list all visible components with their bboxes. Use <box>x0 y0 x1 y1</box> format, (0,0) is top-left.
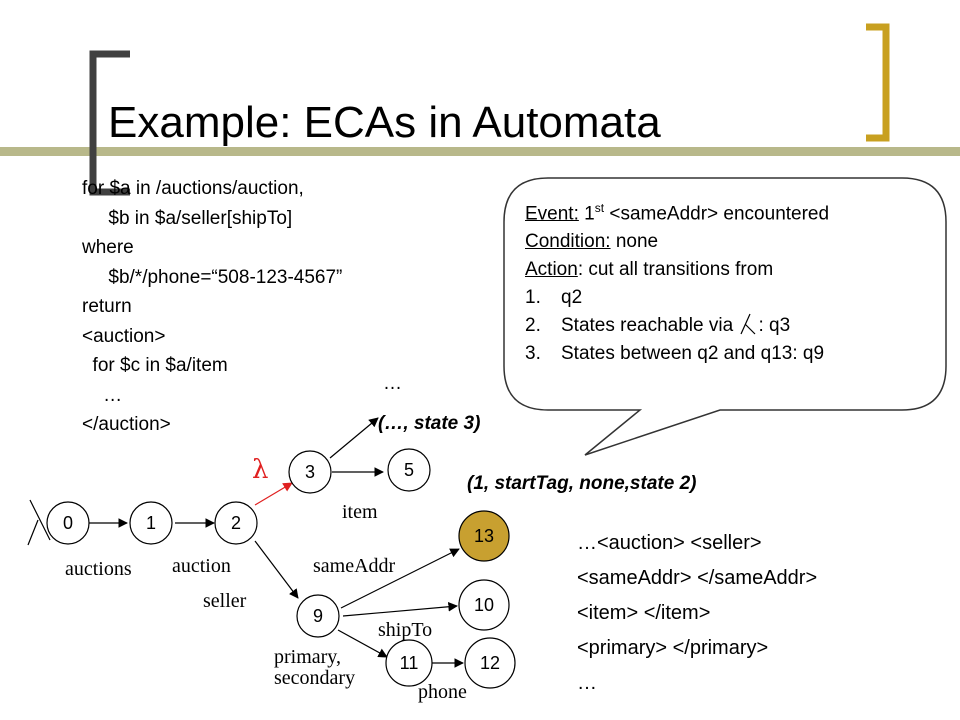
edge-label-secondary: secondary <box>274 667 355 689</box>
query-line: return <box>82 296 132 317</box>
callout-item-3: 3. States between q2 and q13: q9 <box>525 340 829 368</box>
item-text-post: : q3 <box>758 315 791 337</box>
state-node-5: 5 <box>387 448 431 492</box>
state-label: 5 <box>404 460 414 480</box>
edge-label-primary: primary, <box>274 646 341 668</box>
callout-event: Event: 1st <sameAddr> encountered <box>525 194 829 228</box>
query-line: </auction> <box>82 414 171 435</box>
state-label: 3 <box>305 462 315 482</box>
callout-item-1: 1. q2 <box>525 284 829 312</box>
stream-line: <sameAddr> </sameAddr> <box>577 567 818 589</box>
edge-label-shipto: shipTo <box>378 619 432 641</box>
state-node-12: 12 <box>464 637 516 689</box>
lambda-label-red: λ <box>252 455 268 485</box>
state-node-10: 10 <box>458 579 510 631</box>
event-text-pre: 1 <box>578 203 595 225</box>
callout-item-2: 2. States reachable via : q3 <box>525 312 829 340</box>
action-label: Action <box>525 259 578 281</box>
query-line: where <box>82 237 134 258</box>
item-number: 1. <box>525 287 541 309</box>
state-node-9: 9 <box>296 594 340 638</box>
stream-line: <item> </item> <box>577 602 711 624</box>
stream-line: … <box>577 672 597 694</box>
state-label: 1 <box>146 513 156 533</box>
state-label: 13 <box>474 526 494 546</box>
condition-label: Condition: <box>525 231 611 253</box>
state-node-0: 0 <box>46 501 90 545</box>
stream-line: …<auction> <seller> <box>577 532 762 554</box>
slide-title: Example: ECAs in Automata <box>108 98 661 147</box>
item-text: States reachable via <box>561 315 739 337</box>
state-node-2: 2 <box>214 501 258 545</box>
condition-text: none <box>610 231 659 253</box>
header-bar <box>0 147 960 156</box>
edge-3-ellipsis <box>329 417 379 459</box>
stream-line: <primary> </primary> <box>577 637 769 659</box>
edge-label-auctions: auctions <box>65 558 132 580</box>
state-label: 0 <box>63 513 73 533</box>
item-number: 3. <box>525 343 541 365</box>
tuple-ellipsis: … <box>383 373 402 394</box>
item-text: States between q2 and q13: q9 <box>561 343 825 365</box>
query-line: $b in $a/seller[shipTo] <box>82 207 293 229</box>
query-line: for $c in $a/item <box>82 355 228 376</box>
state-label: 2 <box>231 513 241 533</box>
query-line: for $a in /auctions/auction, <box>82 178 304 199</box>
start-lambda-mark <box>27 499 51 546</box>
edge-2-9 <box>254 540 299 599</box>
callout-text: Event: 1st <sameAddr> encountered Condit… <box>525 194 829 368</box>
edge-9-13 <box>340 548 460 609</box>
tuple-state2: (1, startTag, none,state 2) <box>467 473 697 494</box>
state-label: 10 <box>474 595 494 615</box>
edge-2-3 <box>254 482 293 506</box>
callout-condition: Condition: none <box>525 228 829 256</box>
event-text-post: <sameAddr> encountered <box>604 203 830 225</box>
query-line: … <box>82 384 123 406</box>
edge-label-seller: seller <box>203 590 247 612</box>
event-sup: st <box>594 201 605 215</box>
state-label: 9 <box>313 606 323 626</box>
item-text: q2 <box>561 287 583 309</box>
edge-label-auction: auction <box>172 555 231 577</box>
callout-action: Action: cut all transitions from <box>525 256 829 284</box>
edge-label-sameaddr: sameAddr <box>313 555 396 577</box>
state-node-1: 1 <box>129 501 173 545</box>
event-stream: …<auction> <seller> <sameAddr> </sameAdd… <box>577 526 817 701</box>
edge-label-item: item <box>342 501 378 523</box>
action-text: : cut all transitions from <box>577 259 774 281</box>
edge-label-phone: phone <box>418 681 467 703</box>
item-number: 2. <box>525 315 541 337</box>
callout-shape <box>503 177 947 456</box>
state-label: 11 <box>400 653 419 673</box>
edge-9-11 <box>337 629 388 658</box>
tuple-state3: (…, state 3) <box>378 413 481 434</box>
edge-9-10 <box>342 601 458 617</box>
query-line: <auction> <box>82 325 166 347</box>
lambda-icon <box>740 314 756 335</box>
state-label: 12 <box>480 653 500 673</box>
right-bracket <box>866 23 890 142</box>
query-line: $b/*/phone=“508-123-4567” <box>82 266 343 288</box>
left-bracket <box>89 50 130 196</box>
event-label: Event: <box>525 203 579 225</box>
query-code: for $a in /auctions/auction, $b in $a/se… <box>82 174 342 440</box>
state-node-13: 13 <box>458 510 510 562</box>
state-node-3: 3 <box>288 450 332 494</box>
state-node-11: 11 <box>385 639 433 687</box>
